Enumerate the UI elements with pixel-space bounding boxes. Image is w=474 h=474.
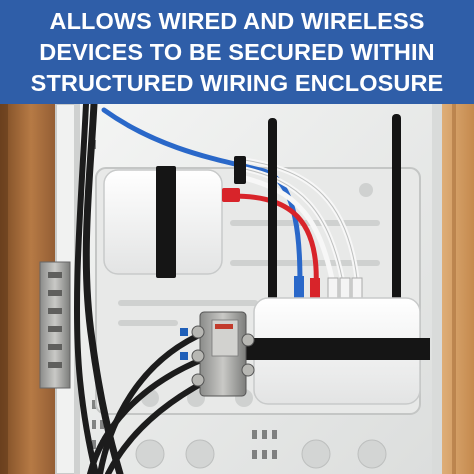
velcro-strap-modem <box>156 166 176 278</box>
caption-banner: ALLOWS WIRED AND WIRELESS DEVICES TO BE … <box>0 0 474 104</box>
caption-line: STRUCTURED WIRING ENCLOSURE <box>30 69 444 96</box>
caption-line: ALLOWS WIRED AND WIRELESS <box>49 7 425 34</box>
hinge-bracket <box>39 261 71 389</box>
coax-splitter <box>191 311 255 397</box>
caption-line: DEVICES TO BE SECURED WITHIN <box>39 38 435 65</box>
antenna-right <box>392 114 401 308</box>
antenna-left <box>268 118 277 308</box>
velcro-strap-router <box>246 338 430 360</box>
wood-stud-right <box>440 104 474 474</box>
